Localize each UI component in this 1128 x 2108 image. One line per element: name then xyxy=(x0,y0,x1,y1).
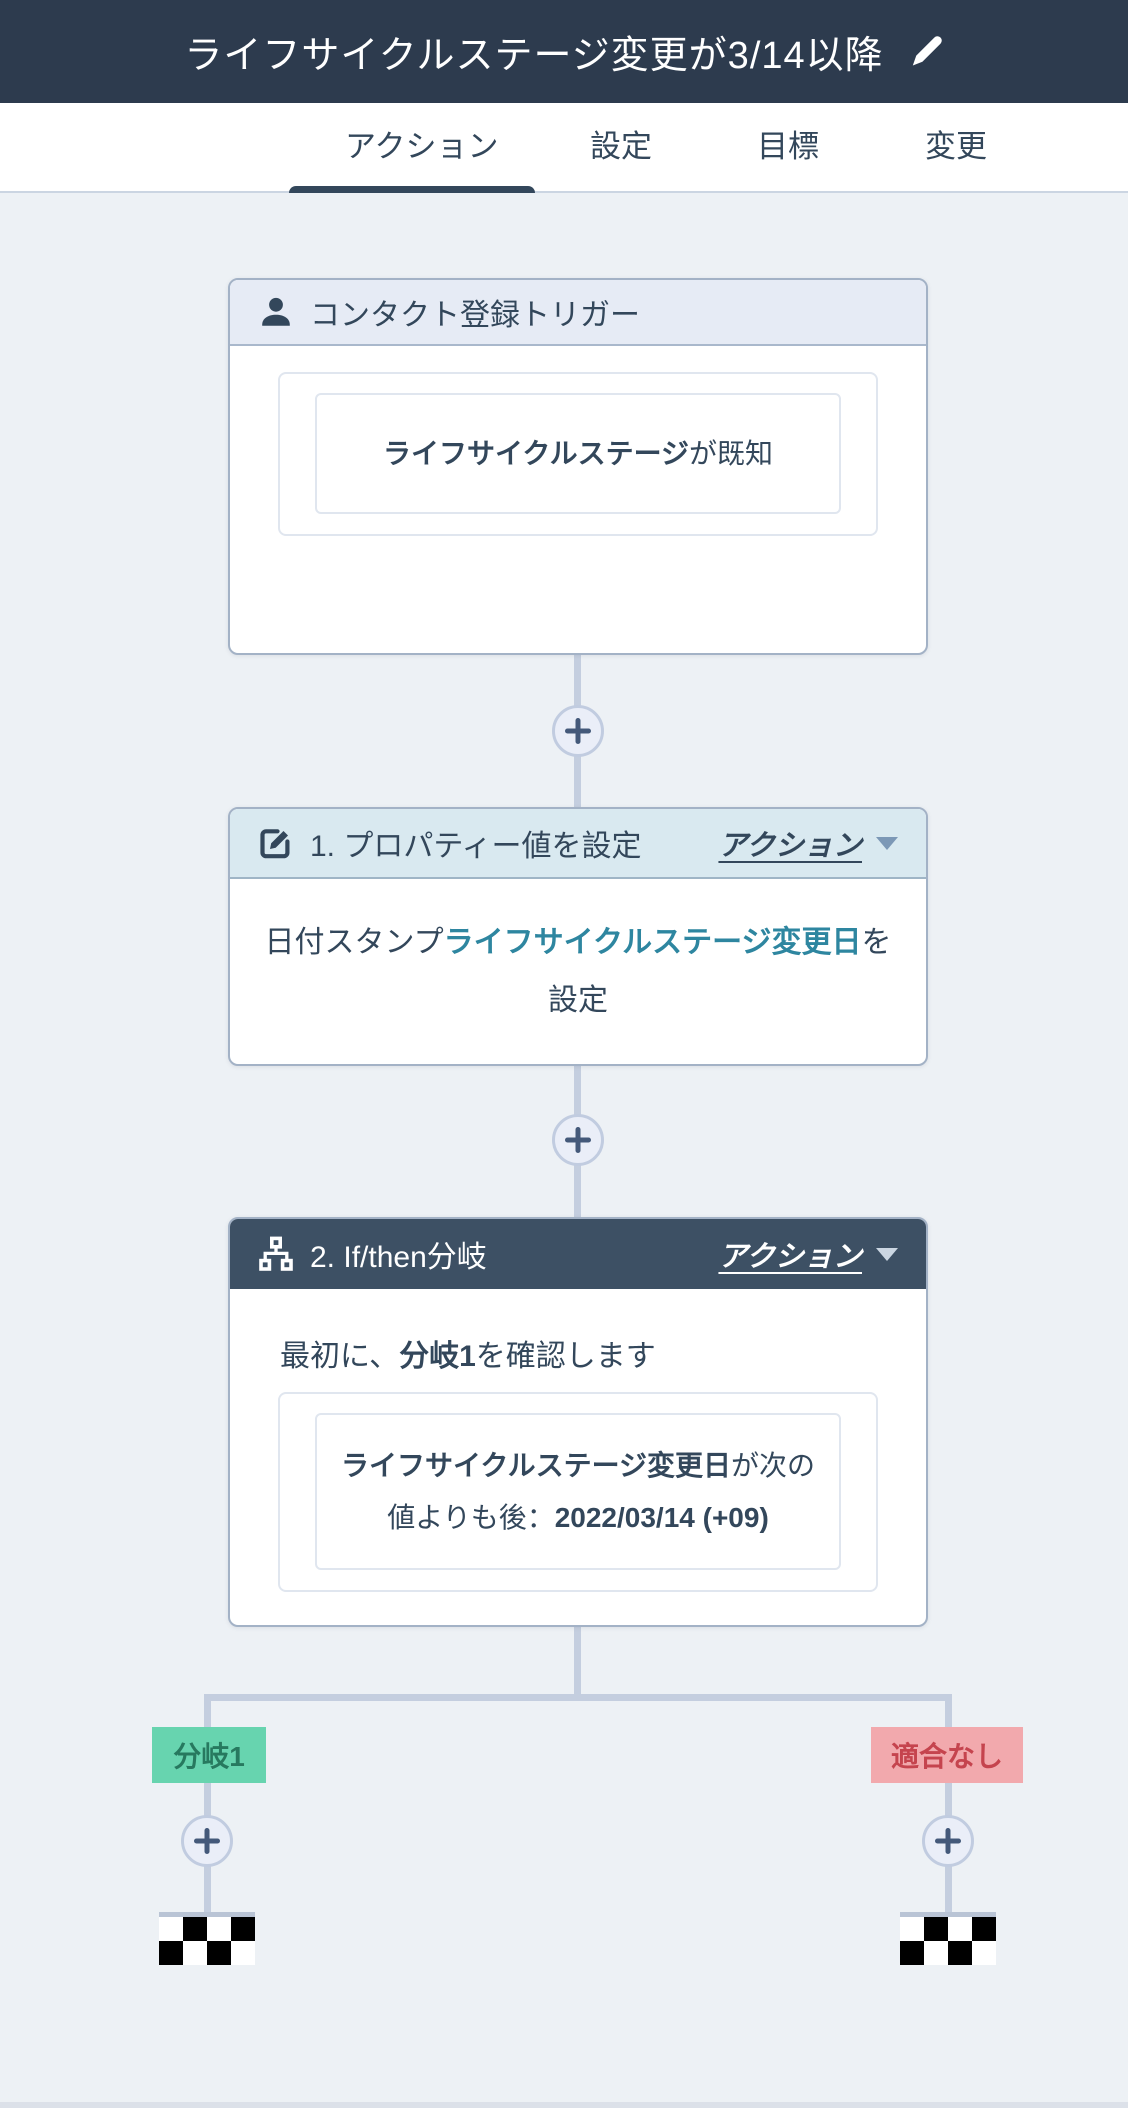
connector-line xyxy=(574,1627,581,1701)
action1-text-prefix: 日付スタンプ xyxy=(264,925,444,959)
chevron-down-icon[interactable] xyxy=(876,836,898,850)
no-match-label[interactable]: 適合なし xyxy=(871,1727,1023,1783)
branch-condition-group: ライフサイクルステージ変更日が次の値よりも後：2022/03/14 (+09) xyxy=(278,1392,878,1592)
branch-intro-text: 最初に、分岐1を確認します xyxy=(280,1331,656,1375)
branch-condition[interactable]: ライフサイクルステージ変更日が次の値よりも後：2022/03/14 (+09) xyxy=(315,1413,841,1570)
property-link[interactable]: ライフサイクルステージ変更日 xyxy=(443,925,862,959)
trigger-condition-group: ライフサイクルステージが既知 xyxy=(278,372,878,536)
tab-goals[interactable]: 目標 xyxy=(757,129,819,164)
trigger-card[interactable]: コンタクト登録トリガー ライフサイクルステージが既知 xyxy=(228,278,928,655)
plus-icon xyxy=(565,1127,591,1153)
app-header: ライフサイクルステージ変更が3/14以降 xyxy=(0,0,1128,103)
flag-top-bar xyxy=(159,1912,255,1917)
branch1-label[interactable]: 分岐1 xyxy=(152,1727,266,1783)
plus-icon xyxy=(565,718,591,744)
intro-branch-name: 分岐1 xyxy=(399,1340,476,1373)
action2-card[interactable]: 2. If/then分岐 アクション 最初に、分岐1を確認します ライフサイクル… xyxy=(228,1217,928,1627)
action2-menu-dropdown[interactable]: アクション xyxy=(718,1241,862,1273)
flag-top-bar xyxy=(900,1912,996,1917)
condition-value: 2022/03/14 (+09) xyxy=(554,1501,769,1533)
plus-icon xyxy=(194,1828,220,1854)
intro-prefix: 最初に、 xyxy=(280,1340,400,1373)
condition-property: ライフサイクルステージ変更日 xyxy=(340,1449,732,1481)
condition-property: ライフサイクルステージ xyxy=(382,437,690,469)
action1-summary-line1: 日付スタンプライフサイクルステージ変更日を xyxy=(264,914,891,972)
condition-operator: が既知 xyxy=(689,437,774,469)
add-action-button-branch1[interactable] xyxy=(181,1815,233,1867)
tab-changes[interactable]: 変更 xyxy=(925,129,987,164)
tab-settings[interactable]: 設定 xyxy=(590,129,652,164)
trigger-card-title: コンタクト登録トリガー xyxy=(310,299,640,332)
flag-checkerboard xyxy=(900,1917,996,1965)
chevron-down-icon[interactable] xyxy=(876,1247,898,1261)
checkered-flag-icon xyxy=(900,1912,996,1965)
tab-actions[interactable]: アクション xyxy=(345,129,499,164)
add-action-button[interactable] xyxy=(552,705,604,757)
action2-card-title: 2. If/then分岐 xyxy=(310,1241,487,1274)
action1-card-title: 1. プロパティー値を設定 xyxy=(310,830,642,863)
trigger-condition[interactable]: ライフサイクルステージが既知 xyxy=(315,393,841,514)
condition-operator-part1: が次の値 xyxy=(387,1449,816,1533)
branch-right-line xyxy=(945,1694,952,1917)
intro-suffix: を確認します xyxy=(475,1340,656,1373)
branch-split-line xyxy=(204,1694,952,1701)
checkered-flag-icon xyxy=(159,1912,255,1965)
page-title: ライフサイクルステージ変更が3/14以降 xyxy=(184,35,884,77)
sitemap-branch-icon xyxy=(258,1236,294,1272)
tab-bar: アクション 設定 目標 変更 xyxy=(0,103,1128,200)
plus-icon xyxy=(935,1828,961,1854)
action1-menu-dropdown[interactable]: アクション xyxy=(718,830,862,862)
add-action-button[interactable] xyxy=(552,1114,604,1166)
flag-checkerboard xyxy=(159,1917,255,1965)
action2-card-header: 2. If/then分岐 アクション xyxy=(230,1219,926,1289)
condition-operator-part2: よりも後： xyxy=(415,1501,555,1533)
edit-compose-icon xyxy=(258,825,294,861)
bottom-edge xyxy=(0,2102,1128,2108)
action1-summary-line2: 設定 xyxy=(548,983,608,1017)
trigger-card-header: コンタクト登録トリガー xyxy=(230,280,926,346)
add-action-button-no-match[interactable] xyxy=(922,1815,974,1867)
pencil-icon[interactable] xyxy=(908,34,944,70)
action1-text-suffix: を xyxy=(861,925,892,959)
branch-left-line xyxy=(204,1694,211,1917)
contact-person-icon xyxy=(258,294,294,330)
action2-card-body: 最初に、分岐1を確認します ライフサイクルステージ変更日が次の値よりも後：202… xyxy=(230,1289,926,1625)
workflow-canvas: コンタクト登録トリガー ライフサイクルステージが既知 xyxy=(0,193,1128,2108)
action1-card[interactable]: 1. プロパティー値を設定 アクション 日付スタンプライフサイクルステージ変更日… xyxy=(228,807,928,1066)
action1-card-header: 1. プロパティー値を設定 アクション xyxy=(230,809,926,879)
action1-card-body: 日付スタンプライフサイクルステージ変更日を 設定 xyxy=(230,879,926,1064)
